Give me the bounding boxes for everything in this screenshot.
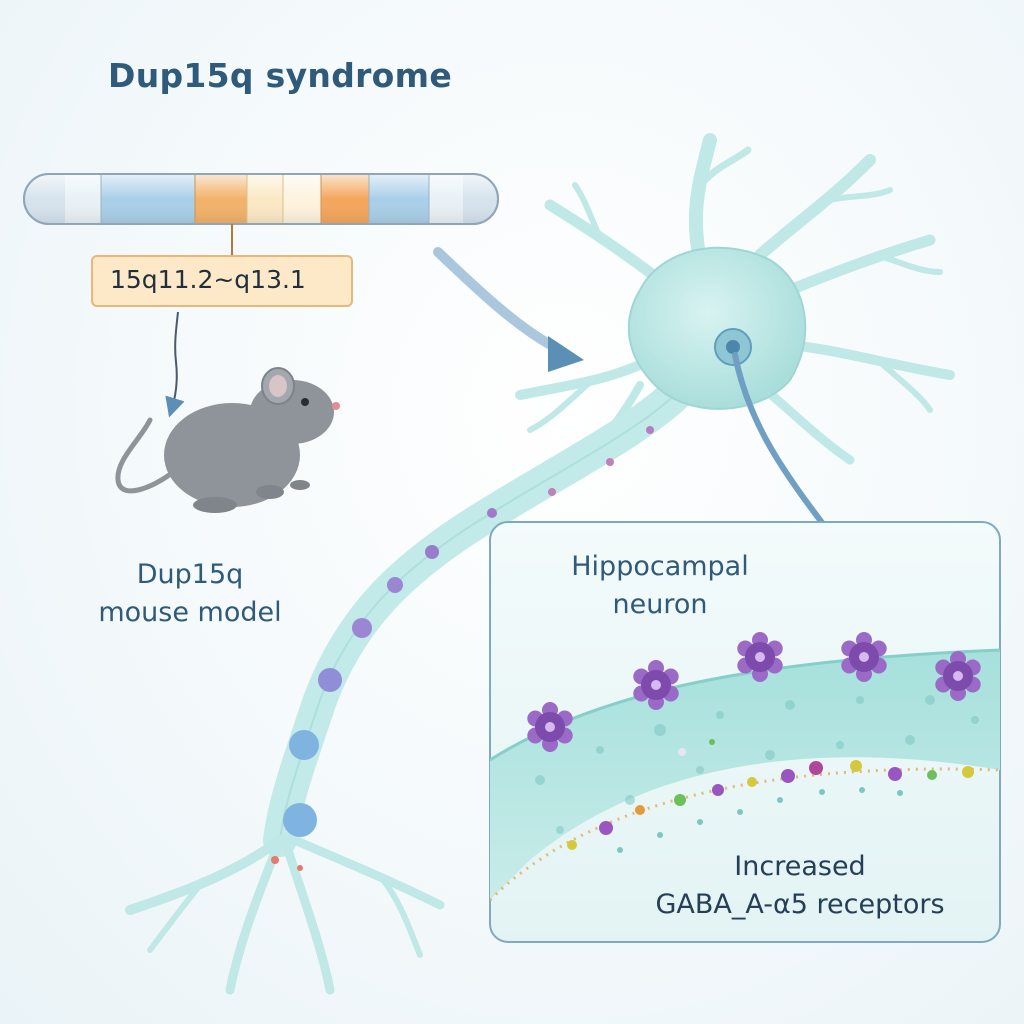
- inset-title-line-1: Hippocampal: [571, 551, 749, 582]
- locus-label: 15q11.2~q13.1: [110, 265, 306, 294]
- chromosome-icon: [23, 173, 499, 256]
- neuron-nucleolus: [726, 340, 740, 354]
- locus-to-mouse-arrow: [165, 311, 185, 418]
- mouse-model-label: Dup15q mouse model: [60, 556, 320, 632]
- mouse-label-line-2: mouse model: [98, 597, 282, 628]
- inset-title-line-2: neuron: [612, 589, 708, 620]
- inset-caption-line-2: GABA_A-α5 receptors: [655, 889, 945, 920]
- locus-label-box: [91, 255, 353, 307]
- axon-vesicles: [271, 426, 654, 871]
- inset-caption: Increased GABA_A-α5 receptors: [620, 848, 980, 924]
- inset-title: Hippocampal neuron: [530, 548, 790, 624]
- page-title: Dup15q syndrome: [108, 56, 453, 95]
- synaptic-molecules: [567, 739, 974, 853]
- chromosome-to-neuron-arrowhead: [548, 336, 584, 372]
- neuron-soma: [627, 246, 807, 410]
- inset-panel: [489, 521, 1001, 943]
- chromosome-to-neuron-arrow: [433, 247, 565, 355]
- neuron-to-inset-arrow: [732, 352, 838, 543]
- mouse-label-line-1: Dup15q: [136, 559, 244, 590]
- inset-caption-line-1: Increased: [734, 851, 866, 882]
- mouse-icon: [115, 367, 340, 513]
